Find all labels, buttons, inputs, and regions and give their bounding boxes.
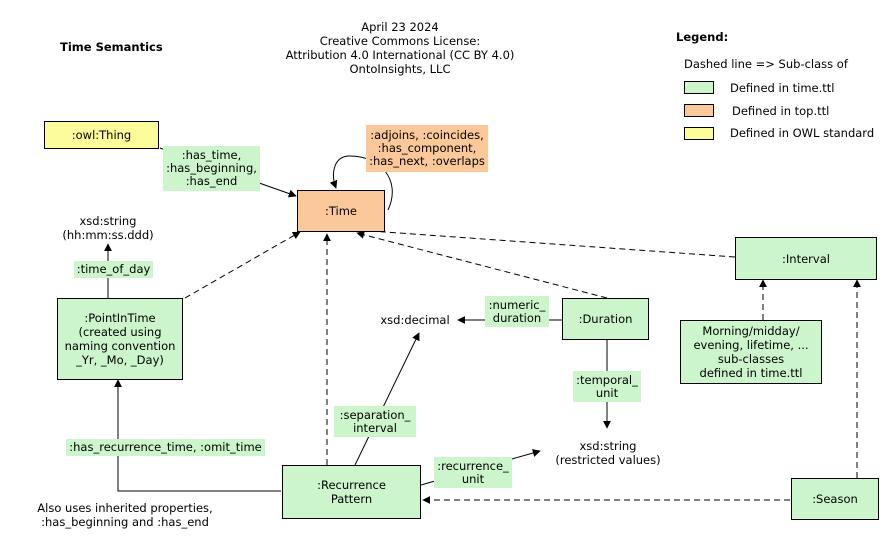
edge-label-time-relations: :adjoins, :coincides, :has_component, :h…: [366, 125, 488, 172]
node-interval-subclasses[interactable]: Morning/midday/ evening, lifetime, ... s…: [680, 320, 822, 384]
datatype-xsd-decimal: xsd:decimal: [380, 313, 450, 327]
legend-heading: Legend:: [676, 30, 729, 44]
edge-label-has-time: :has_time, :has_beginning, :has_end: [163, 146, 260, 191]
edge-label-has-recurrence-time: :has_recurrence_time, :omit_time: [66, 439, 265, 456]
edge-label-temporal-unit: :temporal_ unit: [573, 371, 641, 402]
legend-swatch-owl: [684, 127, 714, 140]
edge-interval-subclass: [356, 226, 736, 258]
edge-has-recurrence-time: [114, 379, 281, 492]
node-point-in-time[interactable]: :PointInTime (created using naming conve…: [57, 298, 183, 380]
edge-time-self-loop: [329, 155, 393, 211]
node-time[interactable]: :Time: [297, 190, 385, 232]
legend-swatch-time-ttl: [684, 81, 714, 94]
license-info: April 23 2024 Creative Commons License: …: [285, 20, 515, 76]
legend-dashed-note: Dashed line => Sub-class of: [684, 57, 848, 71]
edge-label-time-of-day: :time_of_day: [74, 261, 153, 278]
datatype-xsd-string-restricted: xsd:string (restricted values): [555, 439, 661, 467]
datatype-xsd-string-time: xsd:string (hh:mm:ss.ddd): [62, 214, 154, 242]
edge-pointintime-subclass: [184, 231, 301, 299]
legend-swatch-top-ttl: [684, 104, 714, 117]
inherited-properties-note: Also uses inherited properties, :has_beg…: [37, 501, 213, 529]
node-owl-thing[interactable]: :owl:Thing: [44, 121, 159, 149]
edge-separation-interval: [354, 332, 420, 466]
legend-label-top-ttl: Defined in top.ttl: [732, 104, 830, 118]
diagram-title: Time Semantics: [60, 40, 163, 54]
edge-label-numeric-duration: :numeric_ duration: [485, 296, 549, 327]
legend-label-time-ttl: Defined in time.ttl: [730, 81, 835, 95]
edge-label-recurrence-unit: :recurrence_ unit: [434, 457, 512, 488]
edge-label-separation-interval: :separation_ interval: [334, 406, 416, 437]
node-recurrence-pattern[interactable]: :Recurrence Pattern: [282, 465, 421, 519]
node-duration[interactable]: :Duration: [562, 298, 649, 340]
legend-label-owl: Defined in OWL standard: [730, 126, 875, 140]
node-season[interactable]: :Season: [791, 478, 879, 520]
node-interval[interactable]: :Interval: [735, 237, 877, 280]
edge-duration-subclass: [356, 230, 608, 299]
